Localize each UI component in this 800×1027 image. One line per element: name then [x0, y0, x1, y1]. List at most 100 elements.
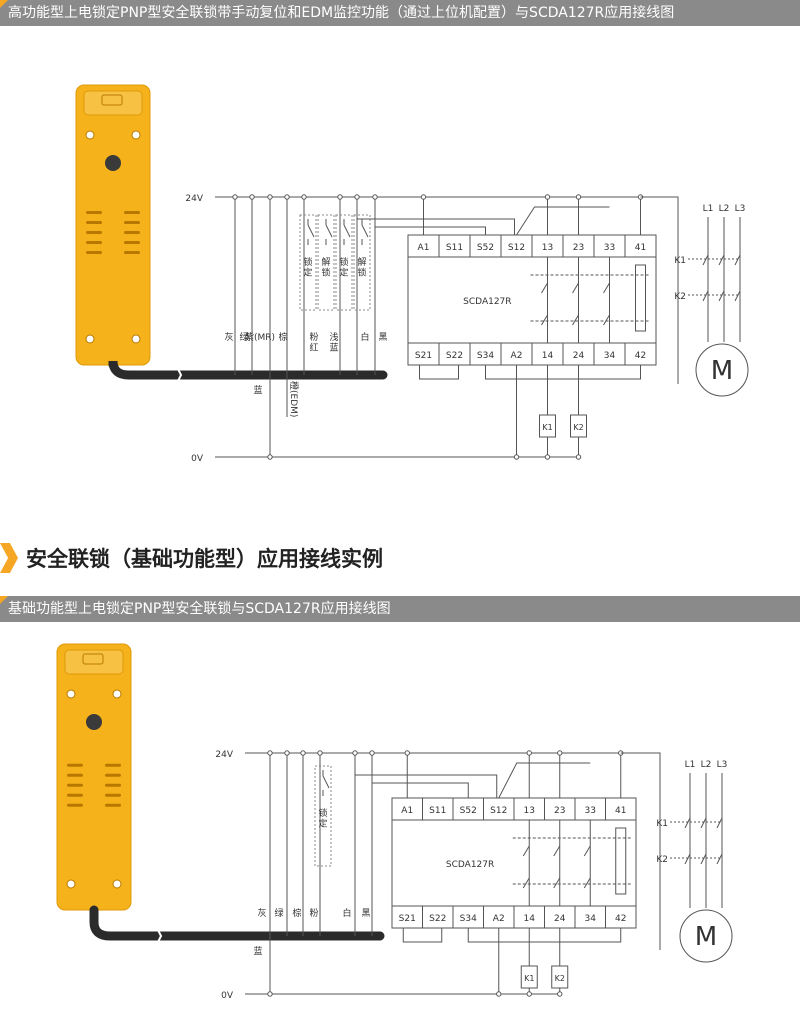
relay-contact [603, 314, 610, 326]
k-return [620, 752, 661, 950]
switch-box [299, 214, 317, 311]
vent-slot [86, 231, 102, 234]
wire-to-s52 [355, 774, 498, 798]
switch-label: 锁定 [303, 256, 312, 278]
terminal-top-23: 23 [554, 806, 565, 816]
phase-label: L1 [703, 204, 714, 214]
rail-0v-label: 0V [221, 991, 234, 1001]
rail-24v-label: 24V [185, 194, 203, 204]
screw-icon [112, 879, 122, 889]
k1-contact [702, 254, 709, 266]
terminal-bottom-34: 34 [604, 351, 616, 361]
junction-dot [496, 991, 502, 997]
terminal-top-A1: A1 [418, 243, 430, 253]
junction-dot [513, 454, 520, 460]
vent-slot [86, 221, 102, 224]
junction-dot [557, 750, 563, 756]
junction-dot [317, 750, 323, 756]
k1-label: K1 [674, 256, 686, 266]
wire-color-label: 棕 [292, 907, 301, 919]
terminal-top-23: 23 [573, 243, 584, 253]
relay-contact [572, 282, 579, 294]
wire-to-s12 [498, 762, 591, 799]
switch-contact [325, 224, 333, 238]
vent-slot [105, 803, 121, 807]
k1-contact [684, 817, 691, 829]
terminal-bottom-24: 24 [554, 914, 566, 924]
wire-blue-label: 蓝 [253, 945, 262, 957]
diagram2-title: 基础功能型上电锁定PNP型安全联锁与SCDA127R应用接线图 [8, 601, 391, 617]
screw-icon [66, 879, 76, 889]
terminal-bottom-14: 14 [542, 351, 554, 361]
k1-contact [716, 817, 723, 829]
vent-slot [105, 763, 121, 767]
switch-box [317, 214, 335, 311]
terminal-top-S12: S12 [508, 243, 525, 253]
junction-dot [404, 750, 410, 756]
cable [108, 360, 388, 380]
k2-contact [716, 853, 723, 865]
switch-label: 解锁 [357, 256, 366, 278]
vent-slot [67, 773, 83, 777]
terminal-top-S52: S52 [460, 806, 477, 816]
switch-contact [307, 224, 315, 238]
phase-label: L3 [717, 760, 728, 770]
terminal-bottom-A2: A2 [493, 914, 505, 924]
terminal-bottom-A2: A2 [511, 351, 523, 361]
screw-icon [66, 689, 76, 699]
wire-color-label: 粉 [309, 907, 318, 919]
wire-color-label: 黑 [361, 908, 370, 919]
terminal-bottom-42: 42 [635, 351, 646, 361]
rail-24v-label: 24V [215, 750, 233, 760]
vent-slot [67, 793, 83, 797]
relay-contact [603, 282, 610, 294]
s34-loop [485, 365, 641, 380]
terminal-top-A1: A1 [401, 806, 413, 816]
junction-dot [544, 194, 551, 200]
connector-icon [105, 155, 121, 171]
wire-color-label: 粉红 [309, 331, 318, 353]
coil-label: K2 [573, 423, 583, 432]
terminal-bottom-24: 24 [573, 351, 585, 361]
relay-contact [583, 877, 591, 889]
relay-contact [553, 877, 561, 889]
relay-contact [583, 845, 591, 857]
vent-slot [105, 783, 121, 787]
vent-slot [105, 793, 121, 797]
junction-dot [267, 991, 273, 997]
vent-slot [67, 763, 83, 767]
junction-dot [284, 750, 290, 756]
terminal-top-33: 33 [604, 243, 615, 253]
s34-loop [467, 928, 622, 943]
screw-icon [131, 334, 141, 344]
relay-contact [541, 282, 548, 294]
terminal-top-41: 41 [615, 806, 626, 816]
wire-color-label: 灰 [224, 331, 233, 343]
k2-label: K2 [674, 292, 686, 302]
motor-icon [695, 343, 749, 397]
diagram1-title-bar: 高功能型上电锁定PNP型安全联锁带手动复位和EDM监控功能（通过上位机配置）与S… [0, 0, 800, 26]
terminal-top-13: 13 [542, 243, 553, 253]
screw-icon [131, 130, 141, 140]
k1-contact [734, 254, 741, 266]
relay-contact [522, 845, 530, 857]
junction-dot [352, 750, 358, 756]
device-slot-icon [82, 653, 104, 665]
device-slot-icon [101, 94, 123, 106]
junction-dot [575, 194, 582, 200]
diagram1-title: 高功能型上电锁定PNP型安全联锁带手动复位和EDM监控功能（通过上位机配置）与S… [8, 5, 675, 21]
wire-color-label: 紫(MR) [245, 332, 275, 343]
device-body [75, 84, 151, 366]
junction-dot [232, 194, 238, 200]
wire-to-s52b [375, 226, 486, 235]
diagram1-wiring: 24V0V灰绿紫(MR)棕粉红浅蓝白黑蓝橙(EDM)锁定解锁锁定解锁SCDA12… [75, 84, 749, 464]
k1-contact [718, 254, 725, 266]
terminal-bottom-S21: S21 [415, 351, 432, 361]
cable-break [156, 927, 163, 945]
vent-slot [86, 241, 102, 244]
relay-contact [553, 845, 561, 857]
relay-nc-contact [635, 264, 646, 332]
terminal-top-S11: S11 [429, 806, 446, 816]
cable-break [176, 366, 183, 384]
